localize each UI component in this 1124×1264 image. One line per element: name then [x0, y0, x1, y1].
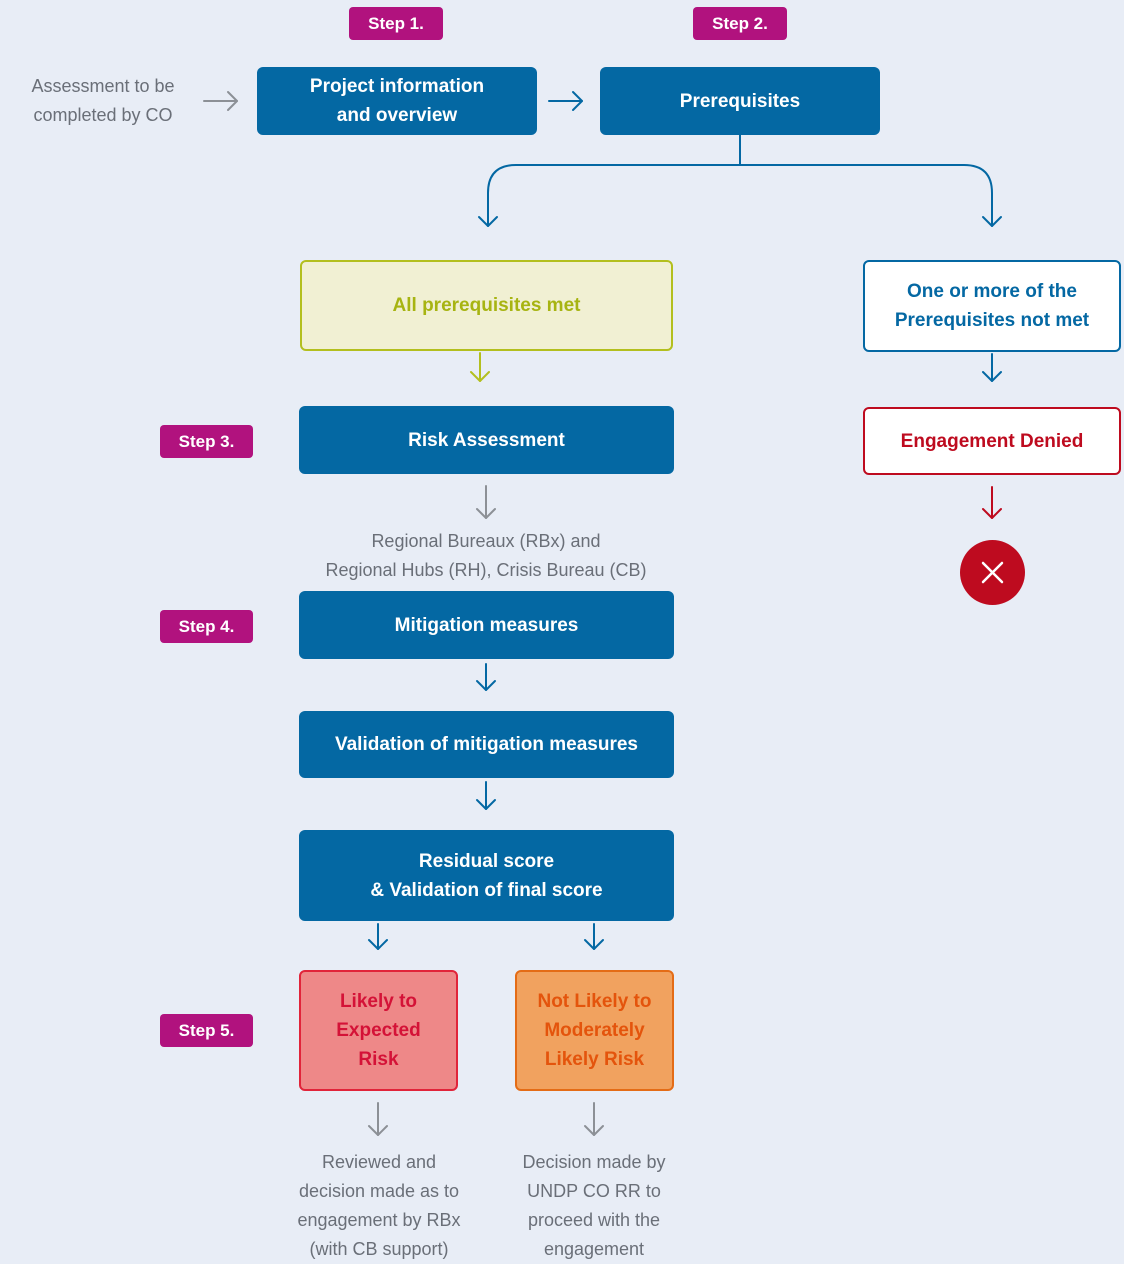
validation-arrow	[476, 781, 496, 810]
step-2-badge: Step 2.	[693, 7, 787, 40]
note-line: UNDP CO RR to	[527, 1181, 661, 1201]
outcome-arrows	[368, 1102, 604, 1136]
box-label-line: Risk	[358, 1049, 399, 1070]
box-label-line: and overview	[336, 105, 458, 126]
step-1-badge: Step 1.	[349, 7, 443, 40]
box-label-line: Moderately	[544, 1020, 645, 1041]
residual-score-box: Residual score & Validation of final sco…	[299, 830, 674, 921]
decision-note: Decision made by UNDP CO RR to proceed w…	[494, 1148, 694, 1264]
note-line: engagement by RBx	[297, 1210, 461, 1230]
box-label-line: Likely Risk	[544, 1049, 645, 1070]
step-3-badge: Step 3.	[160, 425, 253, 458]
project-information-box: Project information and overview	[257, 67, 537, 135]
risk-assessment-box: Risk Assessment	[299, 406, 674, 474]
note-line: decision made as to	[298, 1181, 460, 1201]
allmet-arrow	[470, 352, 490, 382]
note-line: Regional Hubs (RH), Crisis Bureau (CB)	[325, 560, 647, 580]
mitigation-arrow	[476, 663, 496, 691]
notmet-arrow	[982, 353, 1002, 382]
close-x-icon	[960, 540, 1025, 605]
note-line: (with CB support)	[309, 1239, 449, 1259]
branch-connector	[478, 133, 1002, 227]
box-label-line: Prerequisites not met	[894, 310, 1090, 331]
intro-note-line: completed by CO	[33, 105, 173, 125]
risk-arrow	[476, 485, 496, 519]
residual-arrows	[368, 923, 604, 950]
not-likely-moderate-risk-box: Not Likely to Moderately Likely Risk	[515, 970, 674, 1091]
validation-box: Validation of mitigation measures	[299, 711, 674, 778]
intro-note-line: Assessment to be	[31, 76, 175, 96]
all-prerequisites-met-box: All prerequisites met	[300, 260, 673, 351]
note-line: proceed with the	[527, 1210, 661, 1230]
box-label-line: Residual score	[418, 850, 555, 872]
project-to-prereq-arrow	[548, 91, 583, 111]
step-4-badge: Step 4.	[160, 610, 253, 643]
reviewed-note: Reviewed and decision made as to engagem…	[273, 1148, 485, 1264]
intro-note: Assessment to be completed by CO	[8, 72, 198, 130]
box-label-line: Not Likely to	[537, 991, 652, 1012]
note-line: Reviewed and	[321, 1152, 437, 1172]
engagement-denied-box: Engagement Denied	[863, 407, 1121, 475]
box-label-line: One or more of the	[907, 281, 1077, 302]
note-line: Regional Bureaux (RBx) and	[371, 531, 601, 551]
intro-arrow	[203, 91, 238, 111]
box-label-line: Project information	[309, 76, 485, 97]
prerequisites-box: Prerequisites	[600, 67, 880, 135]
box-label-line: Expected	[336, 1020, 421, 1041]
denied-arrow	[982, 486, 1002, 519]
box-label-line: & Validation of final score	[370, 879, 603, 901]
note-line: Decision made by	[522, 1152, 666, 1172]
regional-note: Regional Bureaux (RBx) and Regional Hubs…	[276, 527, 696, 585]
box-label-line: Likely to	[339, 991, 418, 1012]
mitigation-measures-box: Mitigation measures	[299, 591, 674, 659]
close-x-icon-glyph	[981, 561, 1004, 584]
prerequisites-not-met-box: One or more of the Prerequisites not met	[863, 260, 1121, 352]
note-line: engagement	[543, 1239, 645, 1259]
likely-expected-risk-box: Likely to Expected Risk	[299, 970, 458, 1091]
step-5-badge: Step 5.	[160, 1014, 253, 1047]
